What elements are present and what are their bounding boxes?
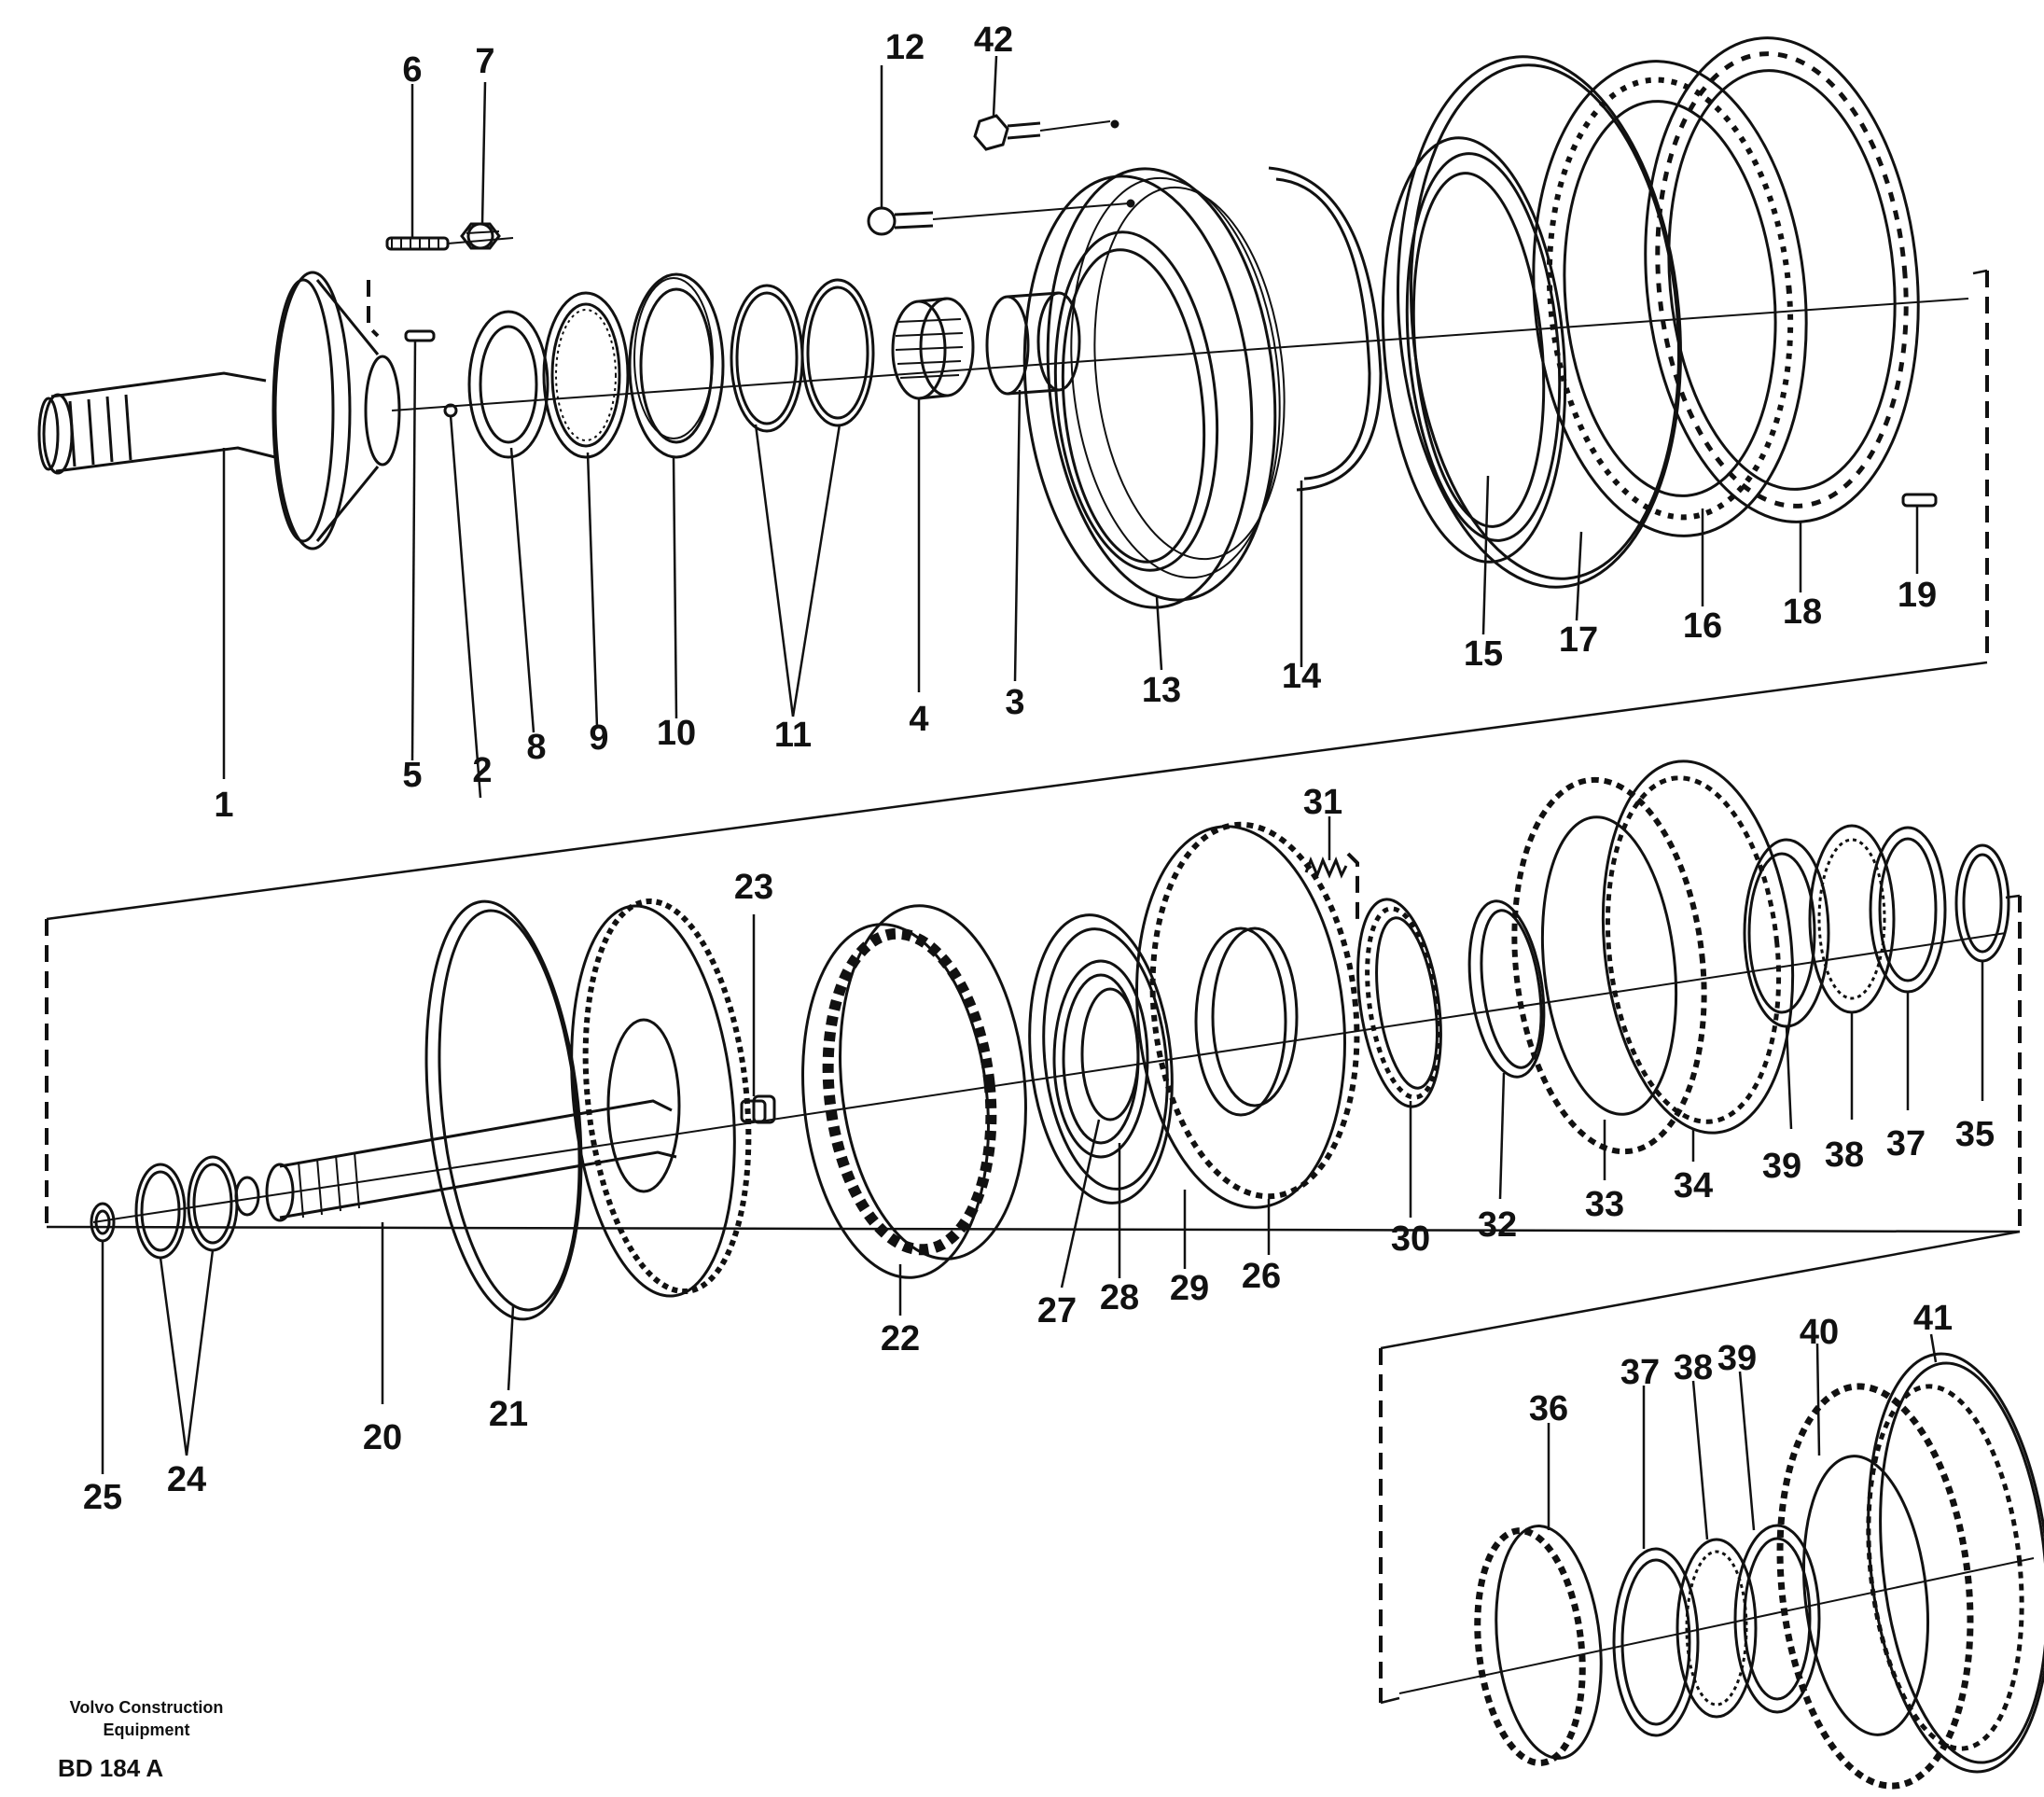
part-gear-hub — [570, 898, 752, 1298]
label-41: 41 — [1913, 1299, 1953, 1338]
label-25: 25 — [83, 1478, 122, 1517]
label-34: 34 — [1674, 1166, 1713, 1205]
part-shaft-flange — [37, 271, 401, 550]
label-6: 6 — [402, 50, 422, 90]
assembly-connect-lines — [46, 269, 2021, 1705]
label-7: 7 — [475, 42, 494, 81]
label-37: 37 — [1620, 1353, 1660, 1392]
part-snap-ring — [1268, 166, 1383, 492]
label-35: 35 — [1955, 1115, 1995, 1154]
label-14: 14 — [1282, 657, 1321, 696]
label-1: 1 — [214, 786, 233, 825]
part-rings-upper — [467, 272, 875, 459]
part-inset-assembly — [1474, 1352, 2044, 1790]
label-16: 16 — [1683, 606, 1722, 646]
part-pin — [1901, 493, 1938, 508]
label-9: 9 — [589, 718, 608, 758]
part-bearing — [1356, 898, 1442, 1108]
manufacturer-line-2: Equipment — [103, 1720, 190, 1739]
axis-lines — [92, 298, 2035, 1694]
part-small-hardware — [385, 222, 514, 418]
label-23: 23 — [734, 868, 773, 907]
label-33: 33 — [1585, 1185, 1624, 1224]
label-40: 40 — [1800, 1313, 1839, 1352]
label-10: 10 — [657, 714, 696, 753]
label-22: 22 — [881, 1319, 920, 1358]
manufacturer-line-1: Volvo Construction — [69, 1698, 224, 1717]
label-32: 32 — [1478, 1205, 1517, 1245]
label-38: 38 — [1674, 1348, 1713, 1387]
part-housing — [1022, 167, 1286, 609]
part-clutch-discs — [1511, 759, 1795, 1155]
label-39b: 39 — [1762, 1147, 1801, 1186]
label-18: 18 — [1783, 592, 1822, 632]
label-39: 39 — [1717, 1339, 1757, 1378]
part-rings-middle — [1028, 913, 1174, 1205]
label-31: 31 — [1303, 783, 1342, 822]
part-nipple — [740, 1094, 776, 1124]
label-37b: 37 — [1886, 1124, 1926, 1163]
part-labels: 1 2 3 4 5 6 7 8 9 10 11 12 13 14 15 16 1… — [83, 21, 1995, 1517]
part-spring — [1304, 857, 1348, 879]
label-11: 11 — [774, 716, 812, 755]
label-20: 20 — [363, 1418, 402, 1457]
label-12: 12 — [885, 28, 925, 67]
label-5: 5 — [402, 756, 422, 795]
assembly-bracket-lines — [45, 271, 2022, 1703]
part-rings-right — [1743, 824, 2010, 1028]
label-21: 21 — [489, 1395, 528, 1434]
part-bolts — [867, 114, 1135, 236]
label-26: 26 — [1242, 1257, 1281, 1296]
label-2: 2 — [472, 751, 492, 790]
leader-lines — [101, 55, 1984, 1549]
part-ring-gear — [801, 904, 1027, 1279]
label-42: 42 — [974, 21, 1013, 60]
label-19: 19 — [1898, 576, 1937, 615]
label-15: 15 — [1464, 634, 1503, 674]
manufacturer-caption: Volvo Construction Equipment — [58, 1696, 235, 1741]
label-27: 27 — [1037, 1291, 1077, 1330]
label-38b: 38 — [1825, 1135, 1864, 1175]
label-24: 24 — [167, 1460, 206, 1499]
label-28: 28 — [1100, 1278, 1139, 1317]
part-rings-left — [90, 1155, 239, 1260]
label-13: 13 — [1142, 671, 1181, 710]
diagram-code: BD 184 A — [58, 1754, 164, 1782]
label-3: 3 — [1005, 683, 1024, 722]
part-toothed-disc — [1135, 821, 1360, 1209]
part-snap-ring-21 — [424, 899, 583, 1321]
label-30: 30 — [1391, 1219, 1430, 1259]
label-17: 17 — [1559, 620, 1598, 660]
label-36: 36 — [1529, 1389, 1568, 1428]
part-spring-disc — [1532, 36, 1920, 537]
part-ring-32 — [1467, 899, 1546, 1079]
label-29: 29 — [1170, 1269, 1209, 1308]
part-needle-bearing — [891, 297, 975, 400]
label-4: 4 — [909, 700, 928, 739]
label-8: 8 — [526, 728, 546, 767]
